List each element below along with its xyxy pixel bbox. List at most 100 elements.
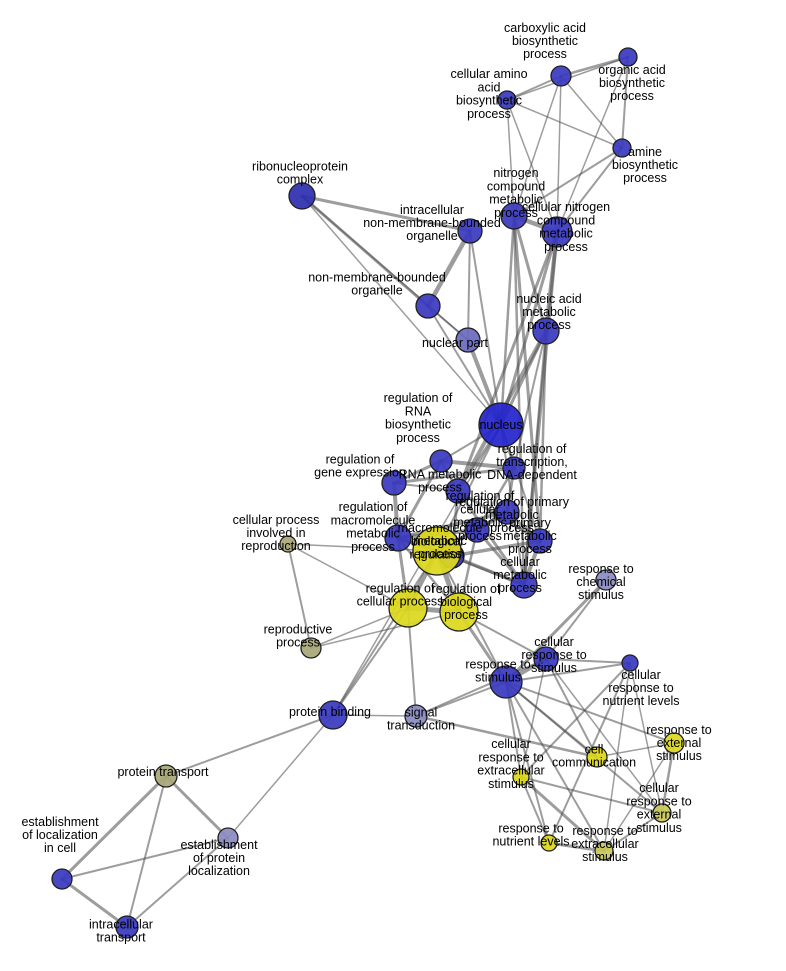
node-cellular-response-to-external-stimulus[interactable] (652, 803, 672, 823)
edge-organic-acid-biosynthetic-process--amine-biosynthetic-process (621, 56, 629, 149)
node-protein-binding[interactable] (318, 700, 348, 730)
edge-regulation-of-macromolecule-metabolic-process--regulation-of-primary-metabolic-process (396, 510, 509, 540)
edge-response-to-nutrient-levels--cellular-response-to-extracellular-stimulus (520, 776, 550, 844)
node-response-to-nutrient-levels[interactable] (540, 834, 558, 852)
edge-nucleic-acid-metabolic-process--regulation-of-transcription-dna-dependent (513, 330, 547, 469)
edge-cellular-response-to-nutrient-levels--cellular-response-to-external-stimulus (629, 662, 663, 814)
edge-cellular-response-to-stimulus--cellular-response-to-external-stimulus (545, 658, 663, 814)
node-protein-transport[interactable] (154, 764, 178, 788)
node-biological-regulation[interactable] (412, 526, 462, 576)
node-cellular-process-involved-in-reproduction[interactable] (279, 535, 297, 553)
nodes-layer (51, 47, 685, 939)
edge-cellular-response-to-nutrient-levels--response-to-extracellular-stimulus (603, 662, 631, 852)
node-regulation-of-macromolecule-metabolic-process[interactable] (384, 524, 412, 552)
node-regulation-of-transcription-dna-dependent[interactable] (502, 456, 526, 480)
node-intracellular-transport[interactable] (115, 915, 139, 939)
edge-regulation-of-transcription-dna-dependent--regulation-of-gene-expression (392, 466, 516, 485)
edge-response-to-external-stimulus--cellular-response-to-external-stimulus (660, 741, 676, 815)
node-cellular-response-to-nutrient-levels[interactable] (621, 654, 639, 672)
node-nucleic-acid-metabolic-process[interactable] (532, 317, 560, 345)
edge-carboxylic-acid-biosynthetic-process--organic-acid-biosynthetic-process (559, 55, 630, 78)
edge-cellular-response-to-stimulus--cellular-response-to-extracellular-stimulus (520, 658, 547, 778)
node-regulation-of-gene-expression[interactable] (381, 470, 407, 496)
node-cell-communication[interactable] (586, 746, 608, 768)
node-cellular-nitrogen-compound-metabolic-process[interactable] (541, 216, 573, 248)
node-signal-transduction[interactable] (404, 704, 428, 728)
node-establishment-of-protein-localization[interactable] (217, 827, 239, 849)
node-intracellular-non-membrane-bounded-organelle[interactable] (457, 218, 483, 244)
node-carboxylic-acid-biosynthetic-process[interactable] (550, 65, 572, 87)
node-response-to-external-stimulus[interactable] (663, 732, 685, 754)
edge-protein-transport--establishment-of-localization-in-cell (60, 774, 168, 881)
edge-cellular-process-involved-in-reproduction--reproductive-process (287, 543, 312, 649)
edge-amine-biosynthetic-process--nitrogen-compound-metabolic-process (513, 147, 623, 217)
node-ribonucleoprotein-complex[interactable] (288, 182, 316, 210)
edge-cell-communication--signal-transduction (414, 714, 599, 759)
edge-protein-transport--intracellular-transport (126, 775, 167, 928)
edge-response-to-stimulus--response-to-extracellular-stimulus (505, 681, 605, 852)
node-reproductive-process[interactable] (300, 637, 322, 659)
node-label-nucleus: nucleus (479, 418, 522, 432)
node-rna-metabolic-process[interactable] (445, 478, 471, 504)
node-organic-acid-biosynthetic-process[interactable] (618, 47, 638, 67)
edge-carboxylic-acid-biosynthetic-process--nitrogen-compound-metabolic-process (513, 75, 562, 217)
edge-protein-binding--regulation-of-cellular-process (332, 607, 409, 716)
edges-layer (60, 55, 676, 929)
edge-response-to-stimulus--response-to-nutrient-levels (505, 681, 550, 844)
node-cellular-metabolic-process[interactable] (510, 571, 538, 599)
node-regulation-of-cellular-metabolic-process[interactable] (464, 517, 490, 543)
edge-response-to-stimulus--cellular-response-to-external-stimulus (505, 681, 663, 814)
edge-primary-metabolic-process--macromolecule-metabolic-process (450, 539, 542, 558)
node-nucleus[interactable] (478, 402, 524, 448)
edge-reproductive-process--regulation-of-biological-process (310, 611, 460, 649)
edge-establishment-of-protein-localization--protein-binding (227, 714, 334, 839)
edge-cellular-response-to-stimulus--cellular-response-to-nutrient-levels (545, 658, 631, 664)
node-regulation-of-rna-biosynthetic-process[interactable] (429, 449, 453, 473)
node-cellular-amino-acid-biosynthetic-process[interactable] (497, 90, 517, 110)
node-amine-biosynthetic-process[interactable] (612, 138, 632, 158)
edge-response-to-chemical-stimulus--response-to-stimulus (504, 578, 608, 684)
edge-cellular-process-involved-in-reproduction--regulation-of-cellular-process (287, 543, 409, 609)
node-response-to-chemical-stimulus[interactable] (595, 569, 617, 591)
edge-cellular-response-to-stimulus--cell-communication (545, 658, 598, 758)
node-nitrogen-compound-metabolic-process[interactable] (500, 202, 528, 230)
node-establishment-of-localization-in-cell[interactable] (51, 868, 73, 890)
edge-intracellular-non-membrane-bounded-organelle--nucleus (469, 230, 502, 426)
node-regulation-of-cellular-process[interactable] (388, 588, 428, 628)
node-non-membrane-bounded-organelle[interactable] (415, 293, 441, 319)
node-regulation-of-biological-process[interactable] (439, 592, 479, 632)
edge-cellular-response-to-nutrient-levels--cellular-response-to-extracellular-stimulus (520, 662, 631, 778)
node-cellular-response-to-extracellular-stimulus[interactable] (512, 768, 530, 786)
node-response-to-stimulus[interactable] (489, 665, 523, 699)
edge-response-to-stimulus--response-to-external-stimulus (505, 681, 675, 744)
node-label-protein-binding: protein binding (289, 705, 371, 719)
edge-protein-binding--biological-regulation (332, 550, 438, 716)
node-cellular-response-to-stimulus[interactable] (533, 646, 559, 672)
node-response-to-extracellular-stimulus[interactable] (594, 841, 614, 861)
node-primary-metabolic-process[interactable] (527, 528, 553, 554)
node-regulation-of-primary-metabolic-process[interactable] (494, 499, 520, 525)
edge-response-to-external-stimulus--cell-communication (596, 742, 675, 758)
node-nuclear-part[interactable] (455, 327, 481, 353)
edge-cellular-process-involved-in-reproduction--biological-regulation (287, 543, 438, 552)
edge-regulation-of-rna-biosynthetic-process--regulation-of-macromolecule-metabolic-process (396, 459, 443, 540)
